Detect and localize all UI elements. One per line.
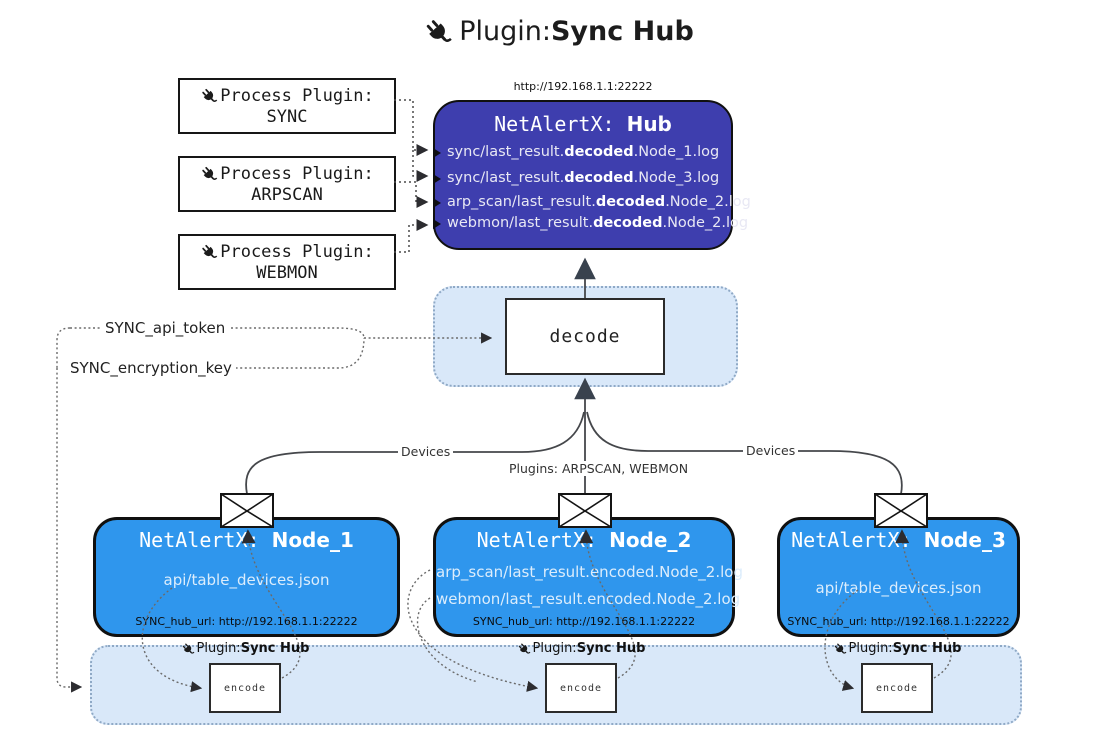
node2-line: arp_scan/last_result.encoded.Node_2.log (436, 563, 743, 581)
hub-title-bold: Hub (626, 112, 672, 136)
process-plugin-box-sync: Process Plugin: SYNC (178, 78, 396, 134)
encode3-plugin-label: Plugin: Sync Hub (817, 641, 977, 656)
hub-title-prefix: NetAlertX: (494, 112, 627, 136)
process-plugin-box-arpscan: Process Plugin: ARPSCAN (178, 156, 396, 212)
node3-title: NetAlertX: Node_3 (791, 528, 1006, 552)
edge-sync-to-log1 (394, 99, 429, 156)
encode1-box: encode (209, 663, 281, 713)
edge-sync-to-log2 (412, 150, 429, 182)
hub-log-line: sync/last_result.decoded.Node_1.log (433, 142, 731, 163)
devices-label-right: Devices (743, 443, 799, 458)
hub-url-label: http://192.168.1.1:22222 (513, 80, 653, 93)
devices-label-left: Devices (398, 444, 454, 459)
plug-icon (200, 243, 218, 261)
hub-log-line: webmon/last_result.decoded.Node_2.log (433, 213, 748, 234)
node3-line: api/table_devices.json (815, 579, 982, 597)
encode2-box: encode (545, 663, 617, 713)
sync-encryption-key-label: SYNC_encryption_key (66, 359, 236, 377)
page-title: Plugin: Sync Hub (0, 16, 1117, 47)
hub-log-line: sync/last_result.decoded.Node_3.log (433, 168, 731, 189)
plug-icon (200, 165, 218, 183)
process-plugin-label: Process Plugin: (220, 241, 374, 262)
node2-line: webmon/last_result.encoded.Node_2.log (436, 590, 741, 608)
process-plugin-name: ARPSCAN (251, 184, 323, 205)
node1-box: NetAlertX: Node_1 api/table_devices.json… (93, 517, 400, 637)
plug-icon (200, 87, 218, 105)
decode-box: decode (505, 298, 665, 375)
page-title-prefix: Plugin: (459, 16, 551, 47)
edge-arpscan-to-log3 (394, 181, 429, 208)
node1-title: NetAlertX: Node_1 (139, 528, 354, 552)
node2-title: NetAlertX: Node_2 (476, 528, 692, 552)
encode3-box: encode (861, 663, 933, 713)
plug-icon (833, 642, 847, 656)
edge-key-to-encode-panel (56, 368, 83, 693)
process-plugin-name: WEBMON (256, 262, 318, 283)
hub-log-line: arp_scan/last_result.decoded.Node_2.log (433, 192, 751, 213)
plugins-label-mid: Plugins: ARPSCAN, WEBMON (506, 461, 692, 476)
encode2-plugin-label: Plugin: Sync Hub (501, 641, 661, 656)
edge-webmon-to-log4 (394, 219, 429, 253)
process-plugin-label: Process Plugin: (220, 85, 374, 106)
node2-box: NetAlertX: Node_2 arp_scan/last_result.e… (433, 517, 743, 637)
sync-api-token-label: SYNC_api_token (101, 319, 230, 337)
hub-box: NetAlertX: Hub sync/last_result.decoded.… (433, 100, 751, 250)
node3-box: NetAlertX: Node_3 api/table_devices.json… (777, 517, 1020, 637)
node2-hub-url: SYNC_hub_url: http://192.168.1.1:22222 (472, 615, 696, 628)
encode1-plugin-label: Plugin: Sync Hub (165, 641, 325, 656)
hub-title: NetAlertX: Hub (435, 111, 731, 137)
plug-icon (181, 642, 195, 656)
node1-hub-url: SYNC_hub_url: http://192.168.1.1:22222 (135, 615, 358, 628)
process-plugin-box-webmon: Process Plugin: WEBMON (178, 234, 396, 290)
process-plugin-name: SYNC (266, 106, 308, 127)
plug-icon (423, 17, 453, 47)
node1-line: api/table_devices.json (163, 571, 330, 589)
process-plugin-label: Process Plugin: (220, 163, 374, 184)
plug-icon (517, 642, 531, 656)
page-title-bold: Sync Hub (550, 16, 694, 47)
node3-hub-url: SYNC_hub_url: http://192.168.1.1:22222 (787, 615, 1010, 628)
